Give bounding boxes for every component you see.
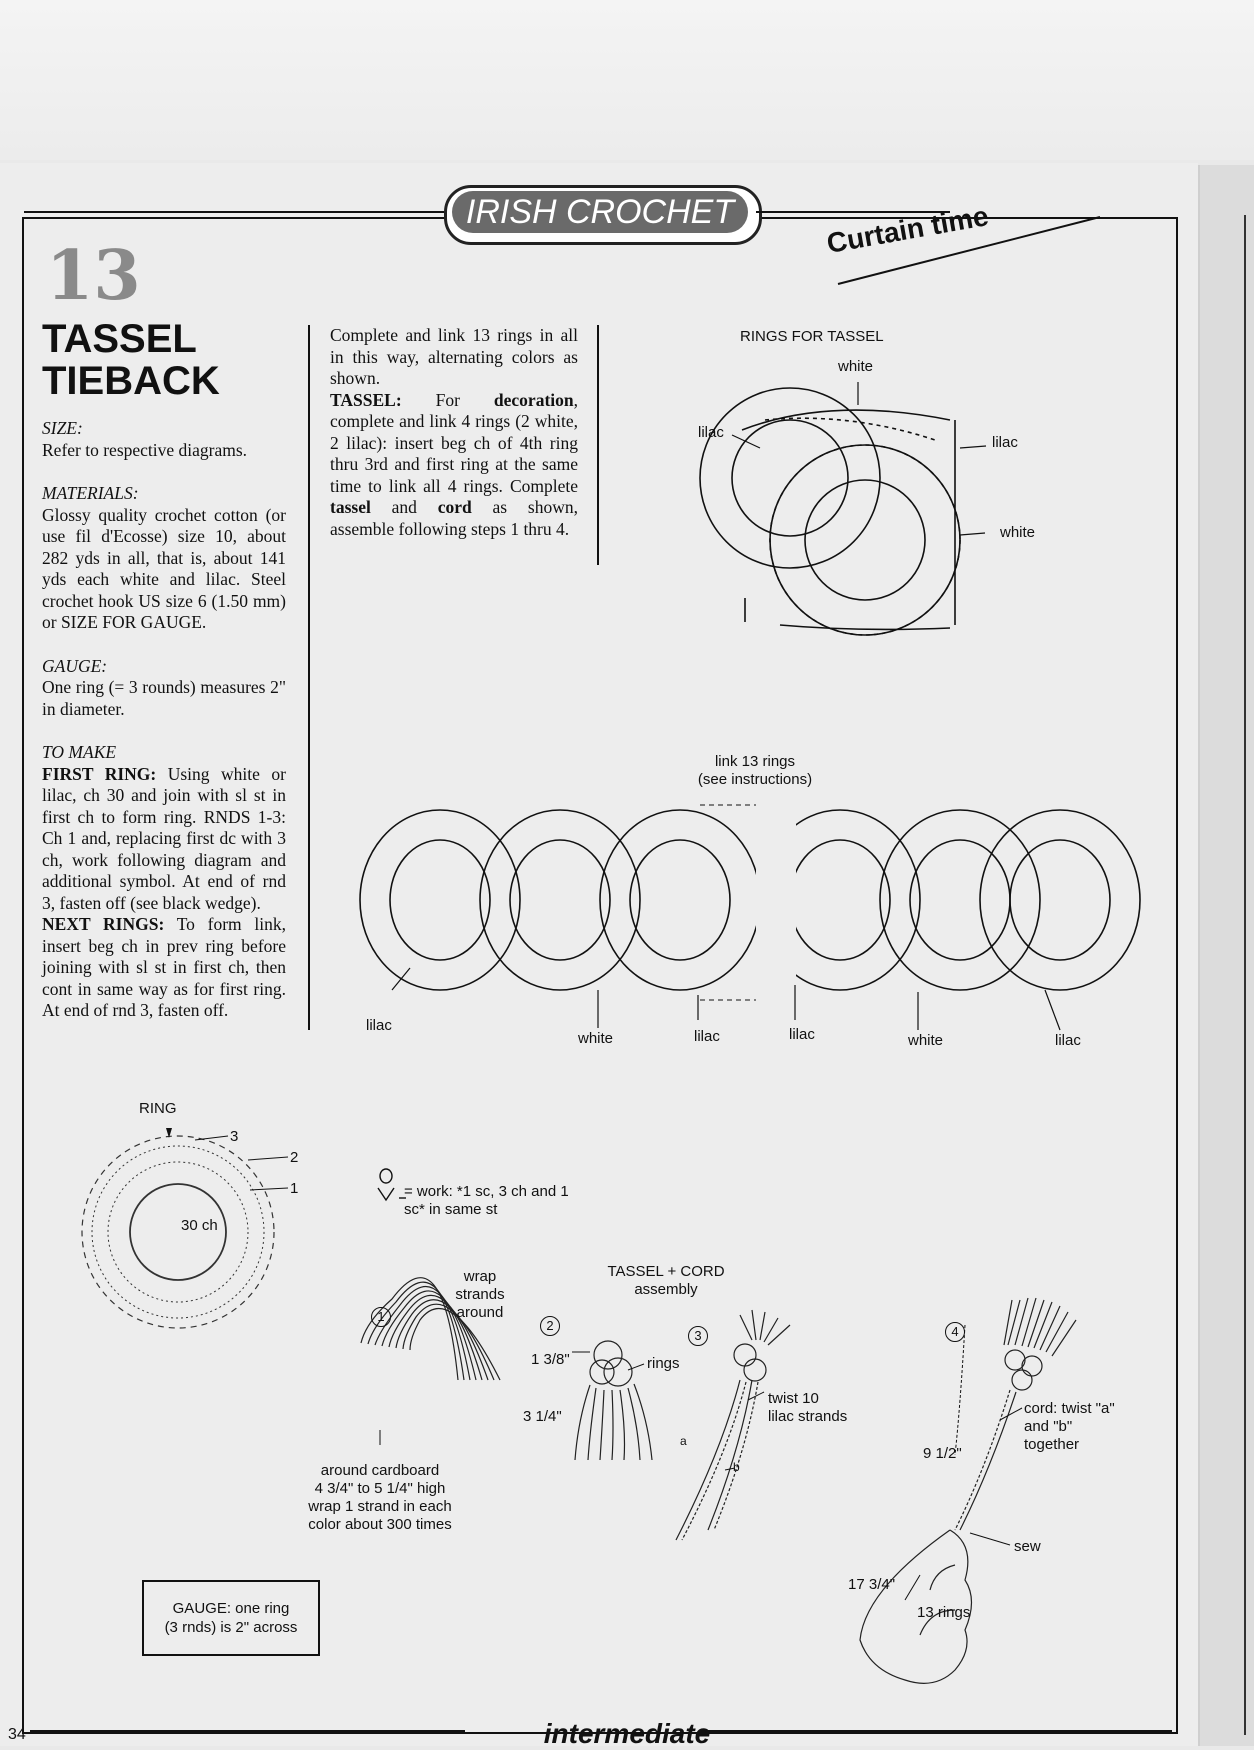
cord-label: cord: twist "a" and "b" together (1024, 1400, 1115, 1453)
magazine-page (0, 163, 1198, 1746)
step2-tassel (574, 1340, 653, 1461)
diagram-label: lilac (1055, 1032, 1081, 1049)
diagram-label: lilac (694, 1028, 720, 1045)
symbol-explanation: = work: *1 sc, 3 ch and 1 sc* in same st (404, 1183, 569, 1218)
round-number: 1 (290, 1180, 299, 1197)
rings-label: rings (647, 1355, 680, 1372)
diagram-label: lilac (366, 1017, 392, 1034)
dimension-label: 1 3/8" (531, 1351, 570, 1368)
strand-label: b (733, 1460, 740, 1474)
diagram-label: white (908, 1032, 944, 1049)
assembly-title: TASSEL + CORD assembly (607, 1263, 725, 1298)
step4-tieback (859, 1297, 1077, 1684)
round-number: 2 (290, 1149, 299, 1166)
skill-level: intermediate (543, 1718, 711, 1749)
materials-text: Glossy quality crochet cotton (or use fi… (42, 504, 286, 633)
diagram-label: lilac (789, 1026, 815, 1043)
link-rings-title: link 13 rings (see instructions) (697, 753, 813, 788)
link-rings-diagram (359, 809, 1141, 991)
page-number: 34 (8, 1726, 26, 1743)
instructions-column-2: Complete and link 13 rings in all in thi… (330, 325, 578, 540)
section-badge (452, 191, 748, 233)
materials-heading: MATERIALS: (42, 483, 139, 503)
instructions-column-1: SIZE: Refer to respective diagrams. MATE… (42, 418, 286, 1022)
section-title: IRISH CROCHET (465, 193, 735, 231)
diagram-label: white (578, 1030, 614, 1047)
pattern-title: TASSEL TIEBACK (42, 317, 220, 403)
gauge-heading: GAUGE: (42, 655, 108, 676)
ring-chart-title: RING (139, 1100, 177, 1117)
size-text: Refer to respective diagrams. (42, 439, 248, 460)
gauge-text: One ring (= 3 rounds) measures 2" in dia… (42, 677, 286, 719)
twist-label: twist 10 lilac strands (768, 1390, 848, 1425)
step-number: 1 (371, 1307, 391, 1327)
step-number: 4 (945, 1322, 965, 1342)
dimension-label: 3 1/4" (523, 1408, 562, 1425)
tassel-instructions: TASSEL: For decoration, complete and lin… (330, 389, 578, 539)
cardboard-label: around cardboard 4 3/4" to 5 1/4" high w… (308, 1462, 452, 1533)
next-rings-instructions: NEXT RINGS: To form link, insert beg ch … (42, 914, 286, 1020)
round-number: 3 (230, 1128, 239, 1145)
diagram-label: lilac (698, 424, 724, 441)
facing-page-edge (1198, 165, 1254, 1746)
ring-stitch-chart (81, 1135, 275, 1329)
rings-for-tassel-diagram (699, 387, 961, 636)
diagram-label: white (1000, 524, 1036, 541)
subtitle-underline (837, 216, 1101, 285)
step3-twist (675, 1309, 791, 1541)
column-divider (597, 325, 599, 565)
wrap-label: wrap strands around (455, 1268, 505, 1321)
pattern-number: 13 (46, 236, 141, 316)
dimension-label: 17 3/4" (848, 1576, 896, 1593)
diagram-label: white (838, 358, 874, 375)
rings-for-tassel-title: RINGS FOR TASSEL (740, 328, 884, 345)
sew-label: sew (1014, 1538, 1041, 1555)
step-number: 2 (540, 1316, 560, 1336)
rings-count-label: 13 rings (917, 1604, 971, 1621)
first-ring-instructions: FIRST RING: Using white or lilac, ch 30 … (42, 763, 286, 913)
size-heading: SIZE: (42, 418, 83, 438)
diagram-label: lilac (992, 434, 1018, 451)
to-make-heading: TO MAKE (42, 742, 117, 762)
dimension-label: 9 1/2" (923, 1445, 962, 1462)
step-number: 3 (688, 1326, 708, 1346)
picot-symbol-icon (377, 1168, 406, 1202)
column-divider (308, 325, 310, 1030)
gauge-box: GAUGE: one ring (3 rnds) is 2" across (142, 1580, 320, 1656)
link-text: Complete and link 13 rings in all in thi… (330, 325, 578, 388)
ring-center-label: 30 ch (181, 1217, 218, 1234)
step1-strands (360, 1277, 501, 1381)
strand-label: a (680, 1434, 687, 1448)
scan-margin (0, 0, 1254, 160)
